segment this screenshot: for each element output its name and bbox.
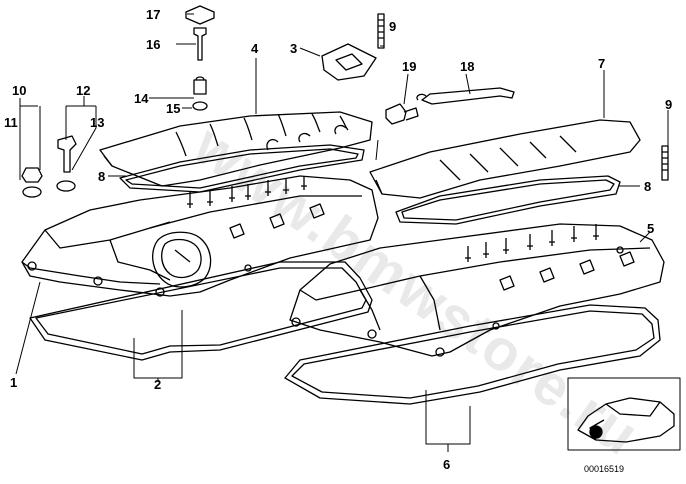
nut-10 bbox=[21, 167, 43, 183]
callout-10: 10 bbox=[12, 83, 27, 98]
left-gasket-8 bbox=[119, 144, 365, 193]
callout-2: 2 bbox=[154, 377, 162, 392]
right-gasket-8 bbox=[395, 175, 621, 225]
catalog-number: 00016519 bbox=[584, 464, 625, 474]
callout-6: 6 bbox=[443, 457, 451, 472]
stud-9b bbox=[661, 145, 669, 181]
washer-15 bbox=[192, 101, 208, 111]
inset-car-image bbox=[567, 377, 681, 451]
callout-13: 13 bbox=[90, 115, 105, 130]
washer-11 bbox=[22, 186, 42, 198]
washer-13 bbox=[56, 180, 76, 192]
callout-11: 11 bbox=[4, 115, 18, 130]
sleeve-14 bbox=[193, 76, 207, 95]
grommet-3 bbox=[321, 43, 377, 81]
callout-5: 5 bbox=[647, 221, 655, 236]
callout-18: 18 bbox=[460, 59, 475, 74]
callout-9-right: 9 bbox=[665, 97, 673, 112]
callout-17: 17 bbox=[146, 7, 161, 22]
callout-14: 14 bbox=[134, 91, 149, 106]
callout-16: 16 bbox=[146, 37, 161, 52]
bolt-12 bbox=[57, 135, 77, 173]
stud-9a bbox=[377, 13, 385, 49]
strap-18 bbox=[416, 87, 515, 105]
callout-1: 1 bbox=[10, 375, 18, 390]
callout-12: 12 bbox=[76, 83, 91, 98]
leader-lines bbox=[15, 13, 669, 452]
left-gasket-outer bbox=[29, 261, 373, 361]
left-valve-cover bbox=[21, 175, 379, 297]
right-gasket-outer bbox=[284, 304, 661, 405]
callout-4: 4 bbox=[251, 41, 259, 56]
callout-8-left: 8 bbox=[98, 169, 106, 184]
callout-3: 3 bbox=[290, 41, 298, 56]
bolt-19 bbox=[385, 103, 419, 125]
callout-15: 15 bbox=[166, 101, 181, 116]
bolt-16 bbox=[193, 27, 207, 61]
callout-7: 7 bbox=[598, 56, 606, 71]
right-valve-cover bbox=[289, 223, 665, 357]
callout-8-right: 8 bbox=[644, 179, 652, 194]
cap-17 bbox=[185, 5, 215, 25]
callout-9-top: 9 bbox=[389, 19, 397, 34]
callout-19: 19 bbox=[402, 59, 417, 74]
right-upper-cover bbox=[369, 119, 641, 199]
left-upper-cover bbox=[99, 111, 373, 187]
